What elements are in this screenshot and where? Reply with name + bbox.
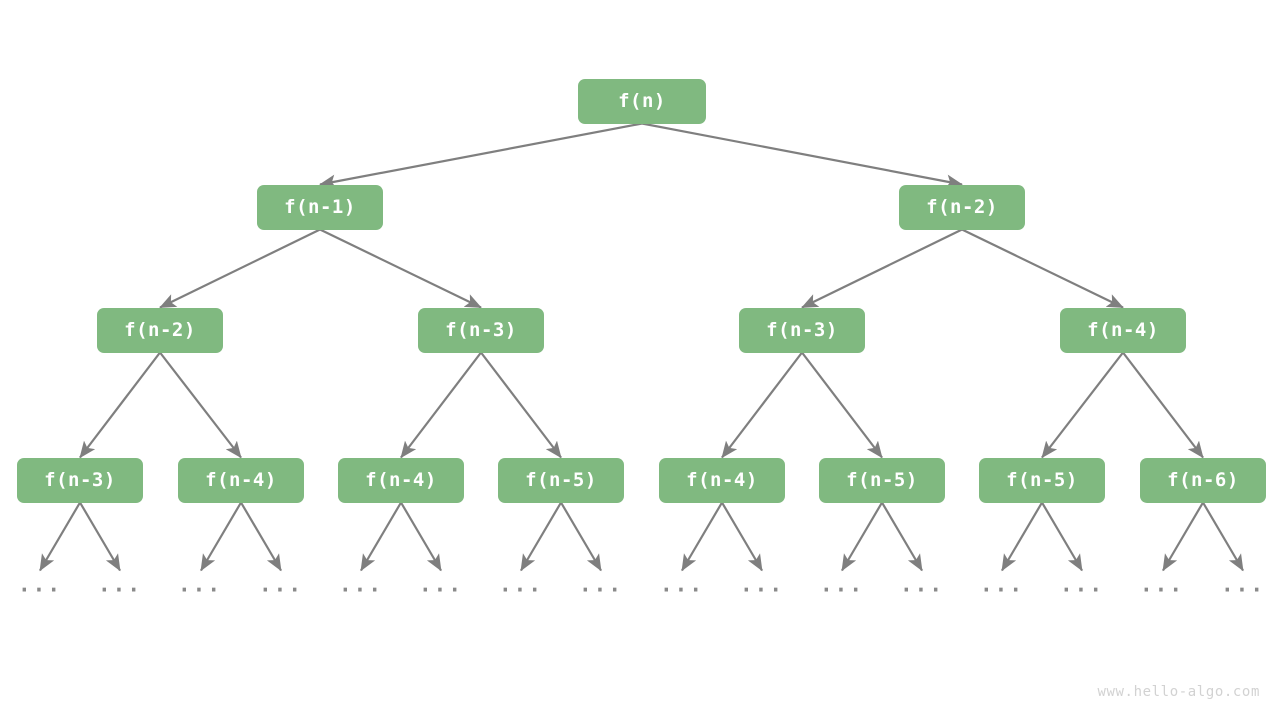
tree-node-label: f(n-4) — [1087, 319, 1159, 341]
ellipsis-marker: ... — [1060, 572, 1104, 597]
ellipsis-marker: ... — [579, 572, 623, 597]
tree-stub-edge — [721, 501, 763, 572]
tree-stub-edge — [1162, 501, 1204, 572]
tree-node: f(n-3) — [418, 307, 544, 353]
ellipsis-marker: ... — [820, 572, 864, 597]
tree-node: f(n-3) — [739, 307, 865, 353]
tree-node: f(n-1) — [257, 184, 383, 230]
tree-node-label: f(n-2) — [926, 196, 998, 218]
ellipsis-marker: ... — [660, 572, 704, 597]
tree-stub-edge — [360, 501, 402, 572]
tree-node: f(n-2) — [97, 307, 223, 353]
tree-edge — [319, 228, 482, 309]
tree-node-label: f(n-3) — [445, 319, 517, 341]
tree-stub-edge — [881, 501, 923, 572]
tree-node-label: f(n-3) — [766, 319, 838, 341]
tree-edge — [641, 122, 963, 189]
tree-edge — [79, 351, 161, 459]
ellipsis-marker: ... — [900, 572, 944, 597]
tree-stub-edge — [39, 501, 81, 572]
tree-edges — [79, 122, 1204, 459]
tree-edge — [1041, 351, 1124, 459]
tree-node: f(n-4) — [1060, 307, 1186, 353]
tree-stub-edge — [1202, 501, 1244, 572]
ellipsis-marker: ... — [259, 572, 303, 597]
ellipsis-marker: ... — [499, 572, 543, 597]
ellipsis-marker: ... — [1221, 572, 1265, 597]
tree-edge — [801, 228, 963, 309]
tree-stub-edges — [39, 501, 1244, 572]
tree-edge — [159, 351, 242, 459]
ellipsis-marker: ... — [339, 572, 383, 597]
tree-node: f(n-6) — [1140, 457, 1266, 503]
tree-node: f(n-4) — [338, 457, 464, 503]
tree-node-label: f(n-2) — [124, 319, 196, 341]
tree-stub-edge — [1001, 501, 1043, 572]
tree-node-label: f(n) — [618, 90, 666, 112]
ellipsis-marker: ... — [18, 572, 62, 597]
tree-node-label: f(n-4) — [686, 469, 758, 491]
ellipsis-marker: ... — [419, 572, 463, 597]
tree-edge — [159, 228, 321, 309]
tree-node: f(n) — [578, 78, 706, 124]
tree-edge — [400, 351, 482, 459]
ellipsis-marker: ... — [740, 572, 784, 597]
tree-stub-edge — [681, 501, 723, 572]
tree-stub-edge — [841, 501, 883, 572]
tree-stub-edge — [79, 501, 121, 572]
tree-stub-edge — [400, 501, 442, 572]
ellipsis-marker: ... — [980, 572, 1024, 597]
tree-stub-edge — [560, 501, 602, 572]
tree-edge — [721, 351, 803, 459]
tree-node: f(n-5) — [979, 457, 1105, 503]
tree-node: f(n-2) — [899, 184, 1025, 230]
tree-edge — [961, 228, 1124, 309]
tree-node: f(n-3) — [17, 457, 143, 503]
tree-node: f(n-4) — [178, 457, 304, 503]
tree-node-label: f(n-6) — [1167, 469, 1239, 491]
tree-node-label: f(n-1) — [284, 196, 356, 218]
tree-node-label: f(n-4) — [365, 469, 437, 491]
tree-stub-edge — [240, 501, 282, 572]
tree-node: f(n-5) — [498, 457, 624, 503]
tree-node-label: f(n-5) — [846, 469, 918, 491]
tree-edge — [319, 122, 643, 189]
tree-node-label: f(n-3) — [44, 469, 116, 491]
watermark: www.hello-algo.com — [1097, 684, 1260, 700]
tree-node: f(n-5) — [819, 457, 945, 503]
tree-node-label: f(n-5) — [1006, 469, 1078, 491]
ellipsis-marker: ... — [98, 572, 142, 597]
tree-stub-edge — [200, 501, 242, 572]
tree-edge — [801, 351, 883, 459]
ellipsis-marker: ... — [178, 572, 222, 597]
tree-node: f(n-4) — [659, 457, 785, 503]
tree-stub-edge — [1041, 501, 1083, 572]
tree-stub-edge — [520, 501, 562, 572]
tree-edge — [1122, 351, 1204, 459]
tree-node-label: f(n-5) — [525, 469, 597, 491]
tree-node-label: f(n-4) — [205, 469, 277, 491]
ellipsis-marker: ... — [1140, 572, 1184, 597]
tree-edge — [480, 351, 562, 459]
